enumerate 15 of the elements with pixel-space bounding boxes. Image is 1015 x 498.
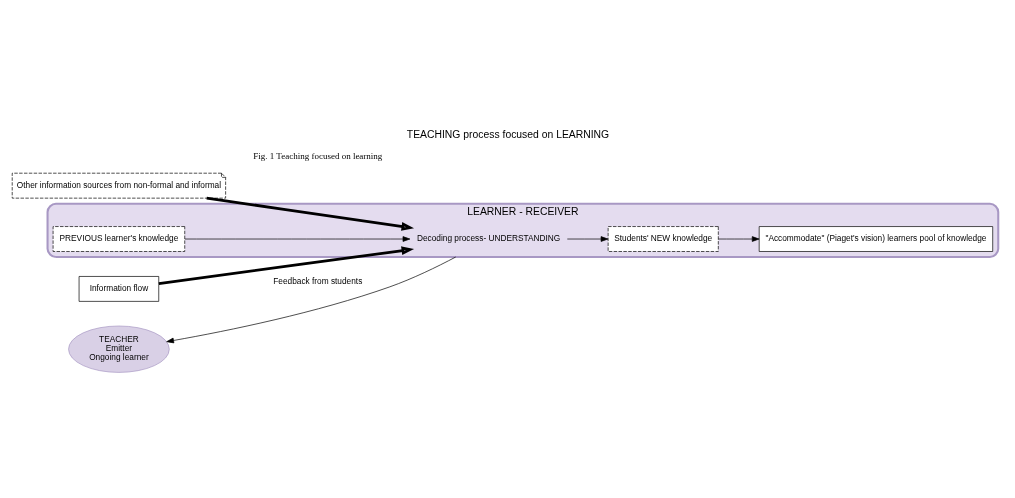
arrow — [717, 235, 759, 242]
edge-label: Feedback from students — [272, 275, 362, 286]
diagram-title: TEACHING process focused on LEARNING — [406, 128, 609, 140]
node-box: "Accommodate" (Piaget's vision) learners pool of knowledge — [758, 225, 993, 252]
caption: Fig. 1 Teaching focused on learning — [252, 150, 382, 161]
node-ellipse: TEACHER Emitter Ongoing learner — [67, 325, 170, 373]
arrow — [165, 256, 456, 343]
node-text: Decoding process- UNDERSTANDING — [416, 232, 560, 243]
arrow — [158, 245, 414, 285]
arrow — [206, 196, 414, 231]
node-box: Students' NEW knowledge — [607, 225, 719, 252]
arrow — [183, 235, 410, 242]
arrow — [566, 235, 608, 242]
node-box: Information flow — [78, 275, 159, 302]
node-box: PREVIOUS learner's knowledge — [52, 225, 185, 252]
